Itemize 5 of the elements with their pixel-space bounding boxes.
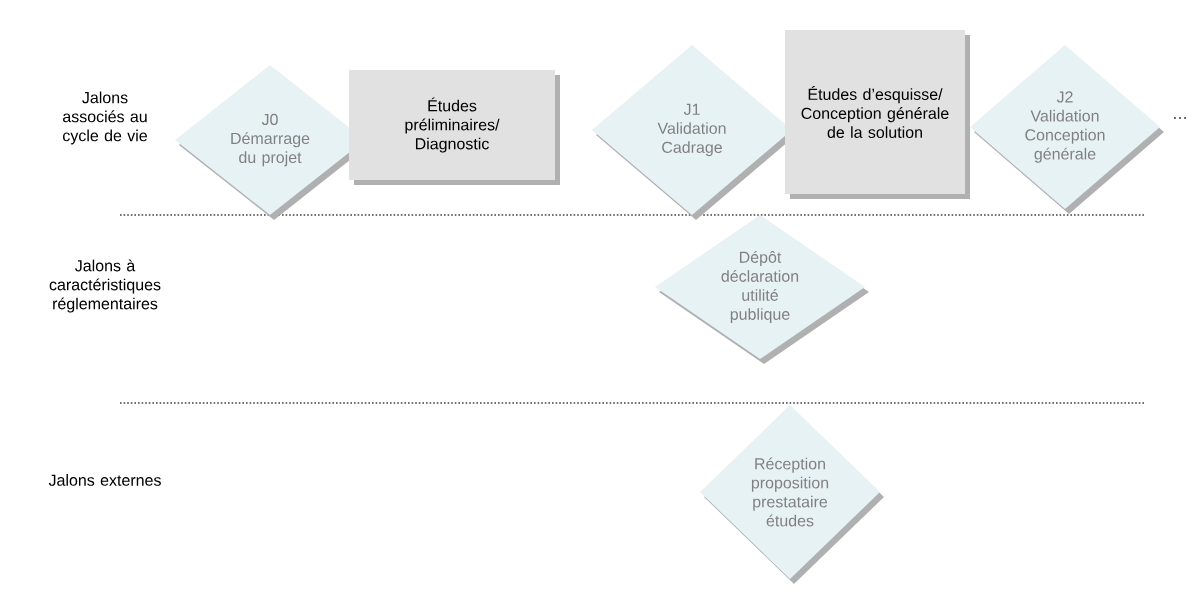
phase-box: Études préliminaires/ Diagnostic [349, 70, 560, 185]
row-label: Jalons à caractéristiques réglementaires [49, 259, 161, 313]
row-label: Jalons associés au cycle de vie [63, 91, 147, 145]
phase-box: Études d’esquisse/ Conception générale de la solution [785, 30, 970, 199]
row-label: Jalons externes [48, 474, 161, 486]
